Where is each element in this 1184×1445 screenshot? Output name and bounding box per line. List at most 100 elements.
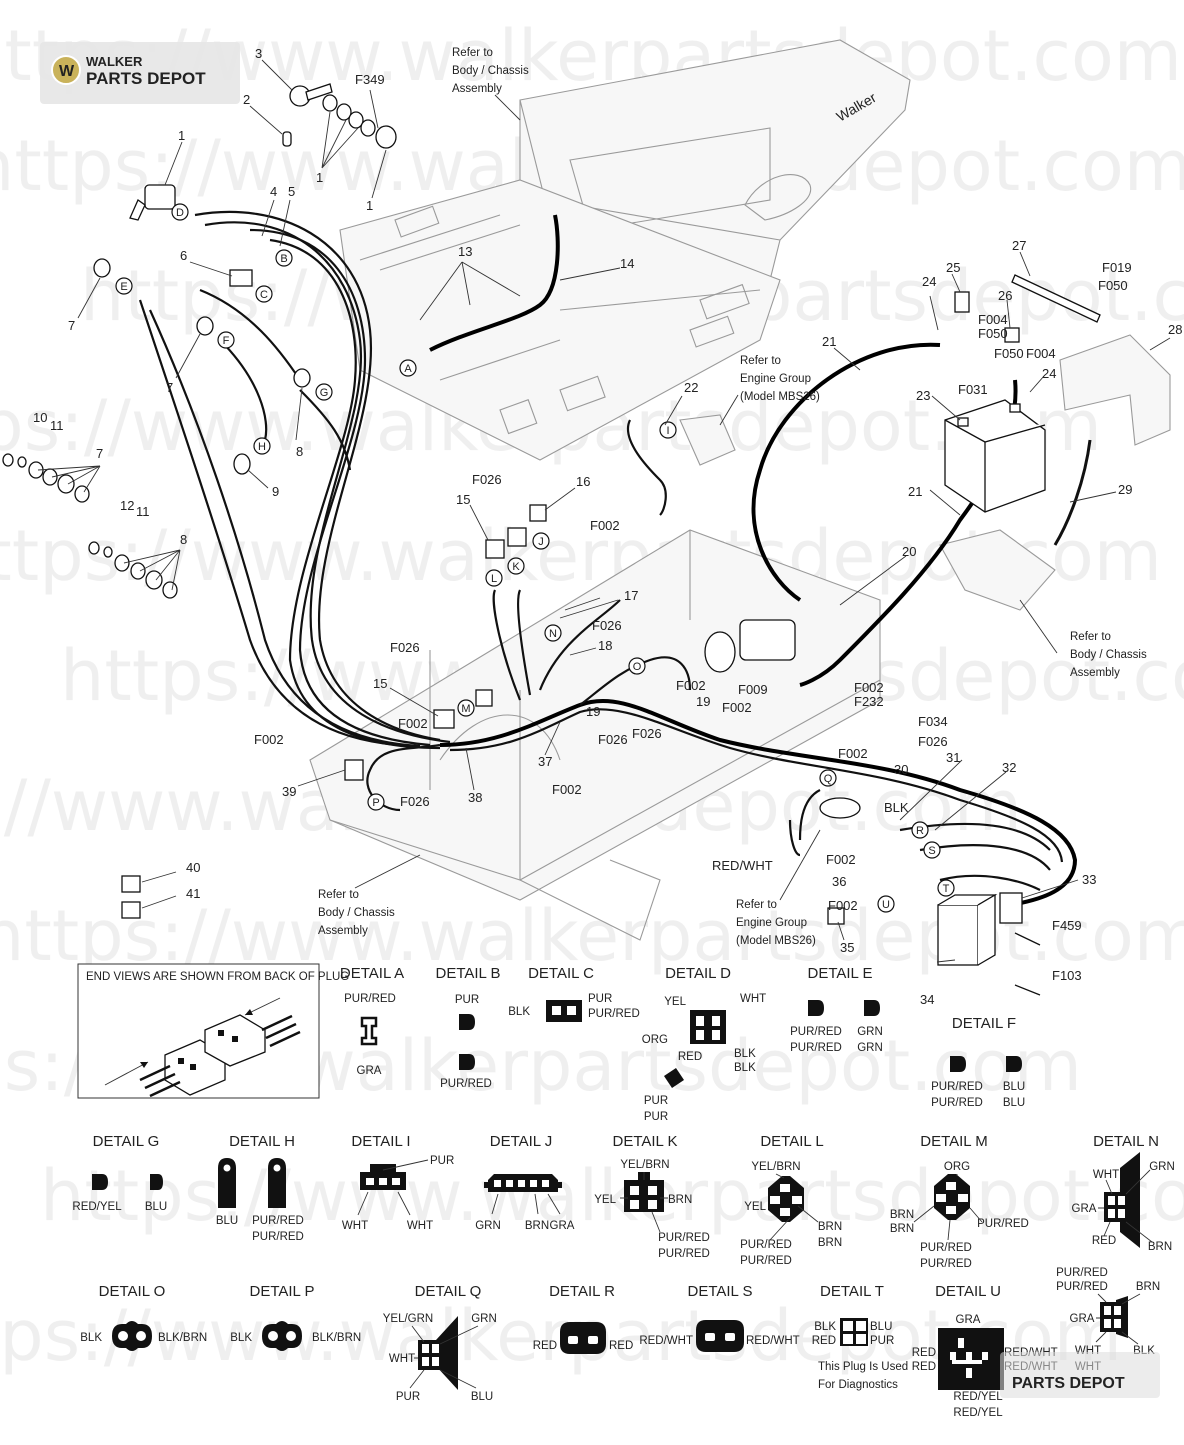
wire-label: GRA — [1072, 1203, 1097, 1215]
callout-16: 16 — [576, 474, 590, 489]
control-module — [937, 893, 998, 966]
plug-end-view — [950, 1056, 966, 1072]
wire-label: PUR — [588, 993, 612, 1005]
round-connector — [233, 453, 251, 475]
detail-title-m: DETAIL M — [920, 1133, 988, 1150]
callout-20: 20 — [902, 544, 916, 559]
wire-label: BRN — [890, 1209, 914, 1221]
callout-F103: F103 — [1052, 968, 1082, 983]
callout-F459: F459 — [1052, 918, 1082, 933]
callout-F026: F026 — [400, 794, 430, 809]
wire-label: PUR/RED — [931, 1081, 983, 1093]
wire-label: RED — [912, 1361, 936, 1373]
wire-label: BLK/BRN — [312, 1332, 361, 1344]
callout-F002: F002 — [722, 700, 752, 715]
callout-15: 15 — [373, 676, 387, 691]
key-fob-part — [282, 131, 292, 147]
connector-letter: P — [372, 797, 379, 809]
callout-22: 22 — [684, 380, 698, 395]
connector-letter: I — [666, 425, 669, 437]
plug-end-view — [696, 1320, 744, 1352]
plug-illustration — [104, 997, 301, 1098]
wire-label: WHT — [407, 1220, 433, 1232]
callout-7: 7 — [166, 380, 173, 395]
wire-label: ORG — [642, 1034, 668, 1046]
wire-label: RED — [812, 1335, 836, 1347]
plug-end-view — [459, 1014, 475, 1030]
connector-letter: R — [916, 825, 924, 837]
washer-set — [322, 94, 397, 149]
fuel-solenoid — [819, 797, 861, 819]
callout-24: 24 — [922, 274, 936, 289]
wire-label: GRN — [857, 1042, 883, 1054]
plug-cavity — [506, 1180, 513, 1187]
callout-19: 19 — [586, 704, 600, 719]
callout-29: 29 — [1118, 482, 1132, 497]
brand-name-top: WALKER — [86, 54, 143, 69]
wire-label: PUR/RED — [790, 1026, 842, 1038]
detail-title-c: DETAIL C — [528, 965, 594, 982]
callout-7: 7 — [68, 318, 75, 333]
wire-label: BLK/BRN — [158, 1332, 207, 1344]
callout-F019: F019 — [1102, 260, 1132, 275]
callout-15: 15 — [456, 492, 470, 507]
callout-35: 35 — [840, 940, 854, 955]
callout-6: 6 — [180, 248, 187, 263]
wire-label: PUR/RED — [790, 1042, 842, 1054]
plug-cavity — [223, 1164, 231, 1172]
wire-label: PUR/RED — [740, 1255, 792, 1267]
callout-F050: F050 — [994, 346, 1024, 361]
callout-13: 13 — [458, 244, 472, 259]
wire-label: GRN — [471, 1313, 497, 1325]
wire-label: BRN — [525, 1220, 549, 1232]
callout-7: 7 — [96, 446, 103, 461]
bolt — [1014, 984, 1041, 996]
bolt — [1014, 932, 1041, 946]
wire-label: PUR/RED — [740, 1239, 792, 1251]
wire-label: YEL — [664, 996, 686, 1008]
relay — [529, 504, 547, 522]
plug-shell — [1120, 1152, 1140, 1248]
connector-marker-s: S — [923, 841, 941, 859]
wire-label: BLK — [814, 1321, 836, 1333]
callout-F002: F002 — [828, 898, 858, 913]
wire-label: PUR — [430, 1155, 454, 1167]
connector-marker-n: N — [544, 624, 562, 642]
callout-F031: F031 — [958, 382, 988, 397]
starter-motor — [704, 619, 796, 673]
wire-label: PUR — [644, 1111, 668, 1123]
end-views-legend: END VIEWS ARE SHOWN FROM BACK OF PLUG — [77, 963, 349, 1099]
wire-label: BLU — [1003, 1081, 1025, 1093]
wire-label: RED — [533, 1340, 557, 1352]
callout-4: 4 — [270, 184, 277, 199]
wire-label: PUR/RED — [1056, 1281, 1108, 1293]
connector-marker-q: Q — [819, 769, 837, 787]
wire-label: BRN — [818, 1237, 842, 1249]
callout-F026: F026 — [592, 618, 622, 633]
plug-end-view — [150, 1174, 163, 1190]
plug-end-view — [459, 1054, 475, 1070]
detail-title-g: DETAIL G — [93, 1133, 160, 1150]
wire-label: BLU — [145, 1201, 167, 1213]
connector-marker-b: B — [275, 249, 293, 267]
wire-label: YEL — [594, 1194, 616, 1206]
leader-lines — [37, 59, 1171, 963]
connector-marker-l: L — [485, 569, 503, 587]
plug-cavity — [588, 1336, 598, 1344]
plug-end-view — [808, 1000, 824, 1016]
plug-end-view — [218, 1158, 236, 1208]
detail-title-l: DETAIL L — [760, 1133, 823, 1150]
callout-30: 30 — [894, 762, 908, 777]
brand-name-bottom: PARTS DEPOT — [86, 69, 206, 88]
wire-label: GRA — [1070, 1313, 1095, 1325]
callout-23: 23 — [916, 388, 930, 403]
callout-F026: F026 — [472, 472, 502, 487]
connector-marker-e: E — [115, 277, 133, 295]
callout-F026: F026 — [632, 726, 662, 741]
callout-F002: F002 — [590, 518, 620, 533]
callout-11: 11 — [50, 418, 64, 433]
callout-21: 21 — [822, 334, 836, 349]
wire-label: PUR/RED — [658, 1232, 710, 1244]
